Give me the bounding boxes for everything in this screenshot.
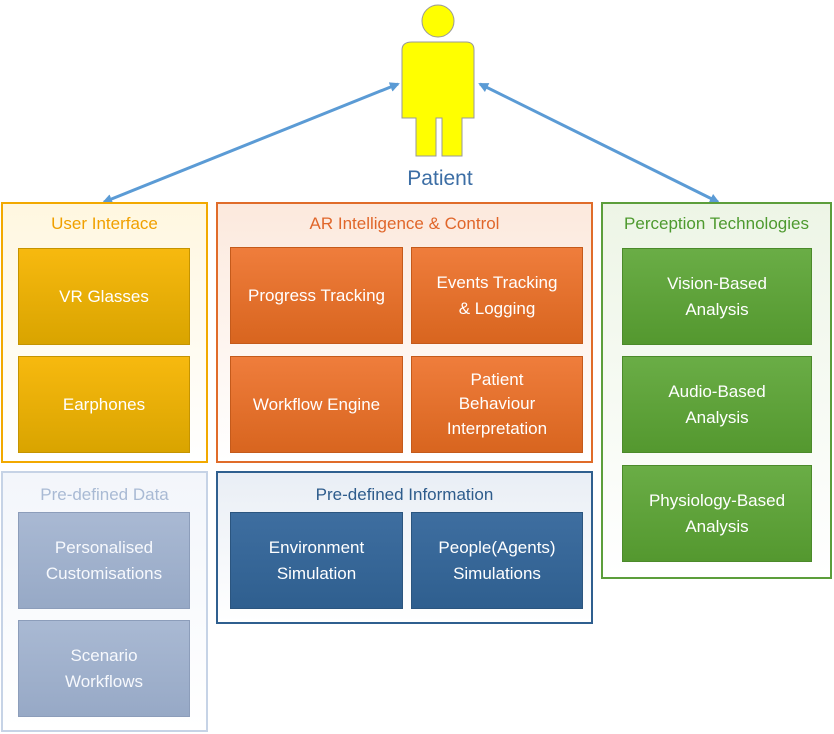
box-audio-based-analysis: Audio-Based Analysis <box>622 356 812 453</box>
group-title-predefined-information: Pre-defined Information <box>315 485 494 504</box>
group-title-user-interface: User Interface <box>51 214 158 233</box>
box-scenario-workflows: Scenario Workflows <box>18 620 190 717</box>
group-predefined-data: Pre-defined Data Personalised Customisat… <box>1 471 208 732</box>
group-user-interface: User Interface VR Glasses Earphones <box>1 202 208 463</box>
box-progress-tracking: Progress Tracking <box>230 247 403 344</box>
patient-label: Patient <box>407 167 473 190</box>
box-vision-based-analysis: Vision-Based Analysis <box>622 248 812 345</box>
box-workflow-engine: Workflow Engine <box>230 356 403 453</box>
box-environment-simulation: Environment Simulation <box>230 512 403 609</box>
group-predefined-information: Pre-defined Information Environment Simu… <box>216 471 593 624</box>
box-vr-glasses: VR Glasses <box>18 248 190 345</box>
group-title-ar-intelligence: AR Intelligence & Control <box>309 214 500 233</box>
arrow-patient-perception <box>478 82 720 204</box>
box-earphones: Earphones <box>18 356 190 453</box>
box-people-agents-simulations: People(Agents) Simulations <box>411 512 583 609</box>
box-patient-behaviour-interpretation: Patient Behaviour Interpretation <box>411 356 583 453</box>
arrow-patient-user-interface <box>102 82 400 204</box>
group-title-perception: Perception Technologies <box>624 214 809 233</box>
group-perception-technologies: Perception Technologies Vision-Based Ana… <box>601 202 832 579</box>
box-physiology-based-analysis: Physiology-Based Analysis <box>622 465 812 562</box>
box-personalised-customisations: Personalised Customisations <box>18 512 190 609</box>
group-title-predefined-data: Pre-defined Data <box>40 485 169 504</box>
patient-icon <box>401 4 475 157</box>
group-ar-intelligence: AR Intelligence & Control Progress Track… <box>216 202 593 463</box>
box-events-tracking-logging: Events Tracking & Logging <box>411 247 583 344</box>
